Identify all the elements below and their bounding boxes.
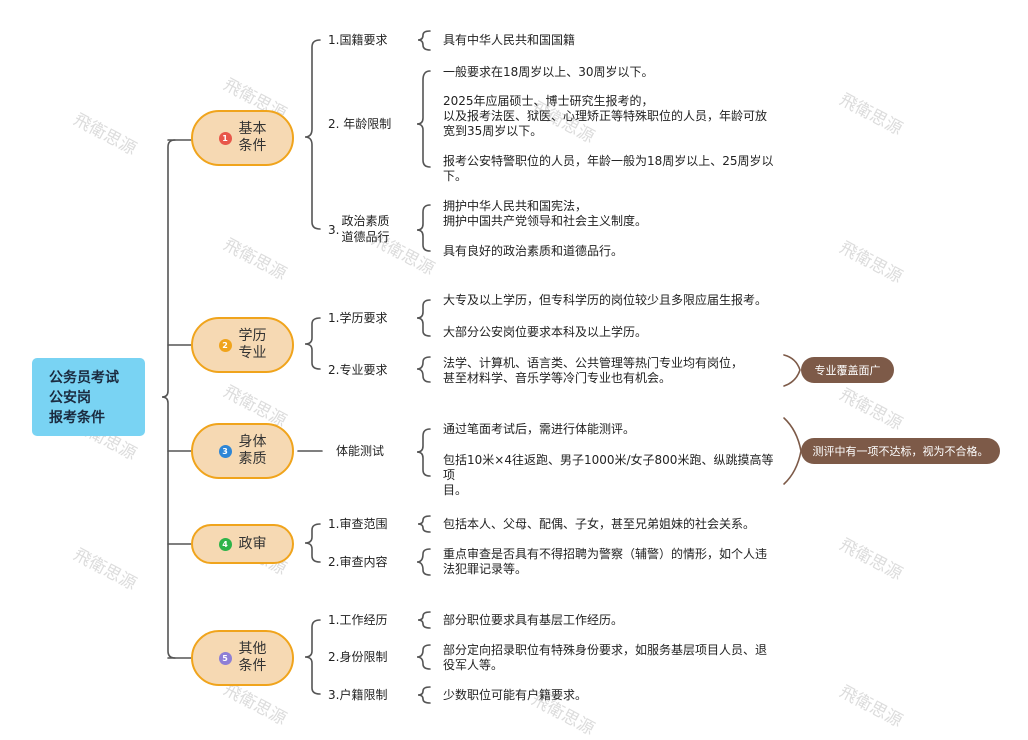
category-label: 其他 — [238, 641, 267, 657]
detail-line: 2025年应届硕士、博士研究生报考的， — [443, 94, 654, 108]
detail-text: 报考公安特警职位的人员，年龄一般为18周岁以上、25周岁以 下。 — [443, 154, 778, 184]
detail-line: 以及报考法医、狱医、心理矫正等特殊职位的人员，年龄可放 — [443, 109, 768, 123]
detail-text: 法学、计算机、语言类、公共管理等热门专业均有岗位， 甚至材料学、音乐学等冷门专业… — [443, 356, 743, 386]
detail-line: 重点审查是否具有不得招聘为警察（辅警）的情形，如个人违 — [443, 547, 768, 561]
detail-text: 包括10米×4往返跑、男子1000米/女子800米跑、纵跳摸高等项 目。 — [443, 453, 778, 498]
detail-text: 包括本人、父母、配偶、子女，甚至兄弟姐妹的社会关系。 — [443, 517, 755, 532]
detail-line: 甚至材料学、音乐学等冷门专业也有机会。 — [443, 371, 672, 385]
category-physical[interactable]: 3 身体 素质 — [191, 423, 294, 479]
detail-line: 宽到35周岁以下。 — [443, 124, 543, 138]
subtopic-label: 政治素质 — [341, 214, 390, 228]
root-line: 公安岗 — [49, 390, 91, 406]
detail-line: 一般要求在18周岁以上、30周岁以下。 — [443, 65, 654, 79]
detail-line: 具有中华人民共和国国籍 — [443, 33, 576, 47]
number-badge: 5 — [218, 651, 232, 665]
subtopic-nationality[interactable]: 1.国籍要求 — [328, 33, 388, 47]
detail-text: 大专及以上学历，但专科学历的岗位较少且多限应届生报考。 — [443, 293, 767, 308]
detail-line: 役军人等。 — [443, 658, 504, 672]
root-node[interactable]: 公务员考试 公安岗 报考条件 — [32, 358, 145, 436]
subtopic-review-scope[interactable]: 1.审查范围 — [328, 517, 388, 531]
subtopic-major[interactable]: 2.专业要求 — [328, 363, 388, 377]
detail-line: 部分定向招录职位有特殊身份要求，如服务基层项目人员、退 — [443, 643, 768, 657]
subtopic-label: 道德品行 — [341, 230, 390, 244]
category-label: 身体 — [238, 434, 267, 450]
category-label: 学历 — [238, 328, 267, 344]
detail-text: 一般要求在18周岁以上、30周岁以下。 — [443, 65, 654, 80]
detail-text: 拥护中华人民共和国宪法， 拥护中国共产党领导和社会主义制度。 — [443, 199, 647, 229]
detail-line: 通过笔面考试后，需进行体能测评。 — [443, 422, 636, 436]
detail-text: 重点审查是否具有不得招聘为警察（辅警）的情形，如个人违 法犯罪记录等。 — [443, 547, 778, 577]
summary-tag[interactable]: 测评中有一项不达标，视为不合格。 — [801, 438, 1000, 464]
category-label: 素质 — [238, 451, 267, 467]
category-other[interactable]: 5 其他 条件 — [191, 630, 294, 686]
number-badge: 4 — [218, 537, 232, 551]
detail-text: 具有良好的政治素质和道德品行。 — [443, 244, 623, 259]
subtopic-political-quality[interactable]: 3. 政治素质 道德品行 — [328, 213, 389, 245]
summary-tag[interactable]: 专业覆盖面广 — [801, 357, 894, 383]
detail-line: 拥护中华人民共和国宪法， — [443, 199, 588, 213]
number-badge: 3 — [218, 444, 232, 458]
category-label: 条件 — [238, 138, 267, 154]
detail-text: 具有中华人民共和国国籍 — [443, 33, 575, 48]
number-badge: 1 — [218, 131, 232, 145]
detail-text: 部分职位要求具有基层工作经历。 — [443, 613, 623, 628]
detail-line: 部分职位要求具有基层工作经历。 — [443, 613, 624, 627]
subtopic-fitness-test[interactable]: 体能测试 — [336, 444, 385, 458]
detail-line: 下。 — [443, 169, 468, 183]
number-badge: 2 — [218, 338, 232, 352]
category-education[interactable]: 2 学历 专业 — [191, 317, 294, 373]
category-label: 条件 — [238, 658, 267, 674]
detail-line: 少数职位可能有户籍要求。 — [443, 688, 588, 702]
detail-line: 法犯罪记录等。 — [443, 562, 528, 576]
detail-text: 2025年应届硕士、博士研究生报考的， 以及报考法医、狱医、心理矫正等特殊职位的… — [443, 94, 778, 139]
detail-text: 部分定向招录职位有特殊身份要求，如服务基层项目人员、退 役军人等。 — [443, 643, 778, 673]
category-label: 专业 — [238, 345, 267, 361]
subtopic-review-content[interactable]: 2.审查内容 — [328, 555, 388, 569]
subtopic-household-limit[interactable]: 3.户籍限制 — [328, 688, 388, 702]
category-basic[interactable]: 1 基本 条件 — [191, 110, 294, 166]
detail-line: 报考公安特警职位的人员，年龄一般为18周岁以上、25周岁以 — [443, 154, 774, 168]
detail-text: 少数职位可能有户籍要求。 — [443, 688, 587, 703]
root-line: 报考条件 — [49, 410, 105, 426]
detail-line: 大部分公安岗位要求本科及以上学历。 — [443, 325, 648, 339]
detail-line: 拥护中国共产党领导和社会主义制度。 — [443, 214, 648, 228]
detail-line: 大专及以上学历，但专科学历的岗位较少且多限应届生报考。 — [443, 293, 768, 307]
subtopic-age-limit[interactable]: 2. 年龄限制 — [328, 117, 392, 131]
category-label: 政审 — [238, 535, 267, 552]
subtopic-work-experience[interactable]: 1.工作经历 — [328, 613, 388, 627]
detail-line: 目。 — [443, 483, 468, 497]
detail-text: 通过笔面考试后，需进行体能测评。 — [443, 422, 635, 437]
detail-line: 包括本人、父母、配偶、子女，甚至兄弟姐妹的社会关系。 — [443, 517, 756, 531]
category-label: 基本 — [238, 121, 267, 137]
detail-line: 具有良好的政治素质和道德品行。 — [443, 244, 624, 258]
subtopic-identity-limit[interactable]: 2.身份限制 — [328, 650, 388, 664]
detail-line: 包括10米×4往返跑、男子1000米/女子800米跑、纵跳摸高等项 — [443, 453, 774, 482]
detail-line: 法学、计算机、语言类、公共管理等热门专业均有岗位， — [443, 356, 744, 370]
detail-text: 大部分公安岗位要求本科及以上学历。 — [443, 325, 647, 340]
subtopic-degree[interactable]: 1.学历要求 — [328, 311, 388, 325]
root-line: 公务员考试 — [49, 370, 119, 386]
category-political-review[interactable]: 4 政审 — [191, 524, 294, 564]
subtopic-number: 3. — [328, 223, 340, 237]
